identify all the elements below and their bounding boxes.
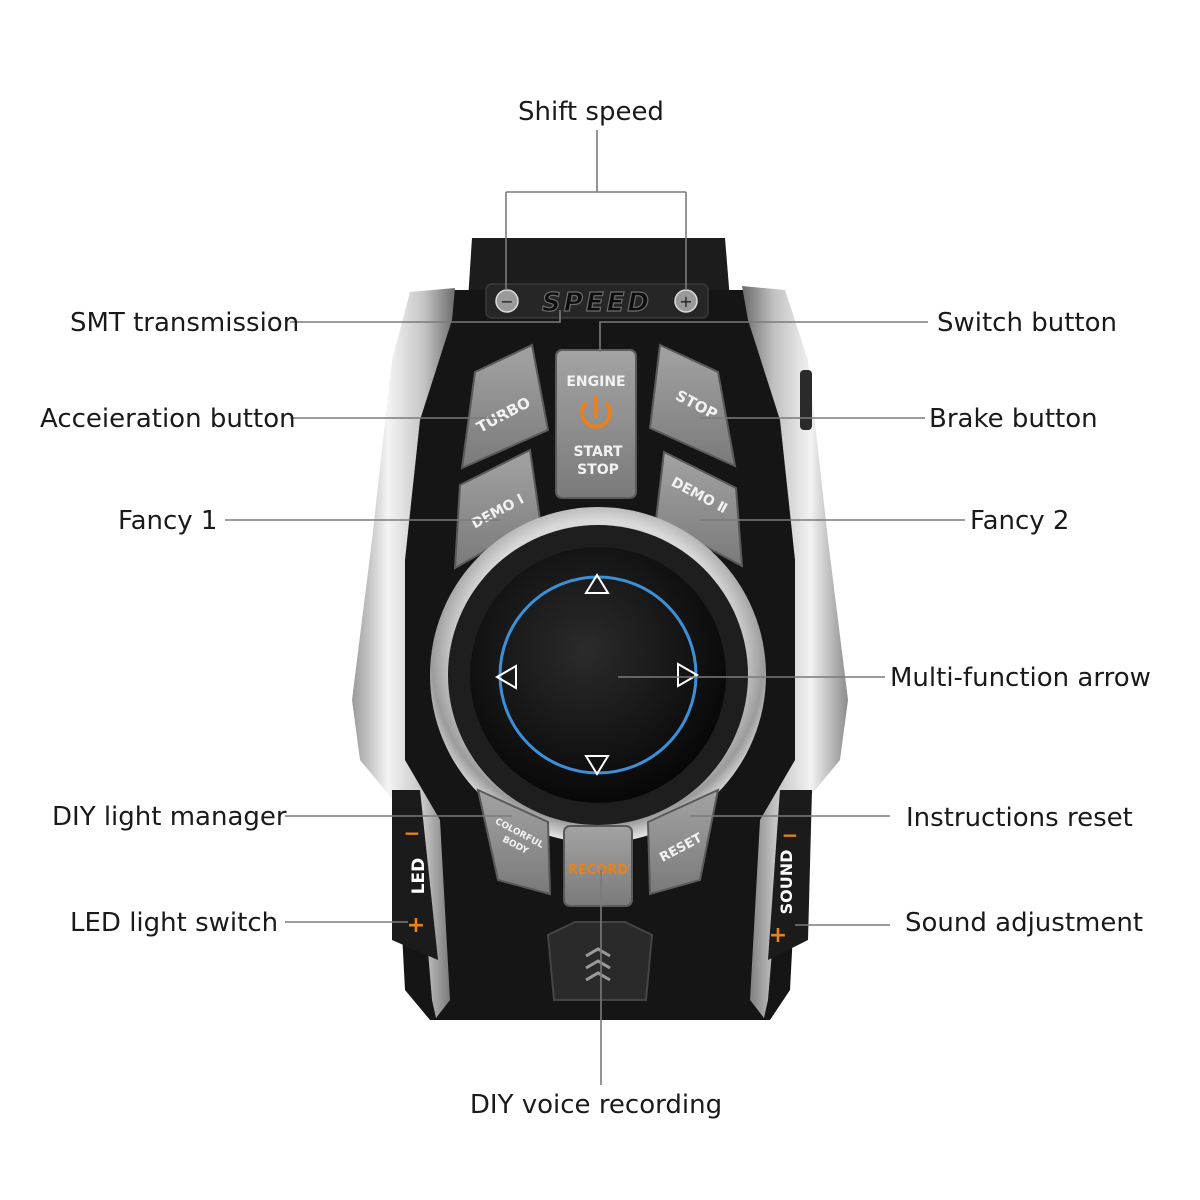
stop-sub-label: STOP bbox=[577, 462, 619, 478]
engine-label: ENGINE bbox=[566, 374, 625, 390]
label-led-light-switch: LED light switch bbox=[70, 908, 278, 938]
label-instructions-reset: Instructions reset bbox=[906, 803, 1133, 833]
sound-side-panel[interactable]: − SOUND + bbox=[768, 790, 812, 960]
up-arrow-icon[interactable] bbox=[584, 573, 610, 594]
callout-labels: Shift speed SMT transmission Switch butt… bbox=[40, 97, 1151, 1120]
shift-minus-symbol: − bbox=[500, 292, 513, 311]
led-plus-symbol: + bbox=[407, 913, 425, 938]
right-silver-trim bbox=[742, 286, 848, 1018]
led-minus-symbol: − bbox=[404, 821, 421, 845]
left-arrow-icon[interactable] bbox=[495, 664, 517, 690]
led-label: LED bbox=[409, 858, 429, 895]
led-side-panel[interactable]: − LED + bbox=[392, 790, 438, 960]
sound-label: SOUND bbox=[777, 850, 796, 915]
record-button[interactable]: RECORD bbox=[563, 825, 633, 907]
label-sound-adjustment: Sound adjustment bbox=[905, 908, 1143, 938]
label-multi-function-arrow: Multi-function arrow bbox=[890, 663, 1151, 693]
engine-start-stop-button[interactable]: ENGINE START STOP bbox=[555, 349, 637, 499]
demo-2-button[interactable]: DEMO Ⅱ bbox=[654, 450, 744, 568]
speed-logo: SPEED bbox=[542, 288, 652, 318]
speaker-grille-icon bbox=[546, 921, 654, 1001]
label-diy-voice-recording: DIY voice recording bbox=[470, 1090, 722, 1120]
shift-plus-symbol: + bbox=[679, 292, 692, 311]
stop-brake-button[interactable]: STOP bbox=[648, 343, 737, 468]
label-brake-button: Brake button bbox=[929, 404, 1098, 434]
power-icon bbox=[580, 395, 612, 429]
label-fancy-2: Fancy 2 bbox=[970, 506, 1069, 536]
label-switch-button: Switch button bbox=[937, 308, 1117, 338]
down-arrow-icon[interactable] bbox=[584, 755, 610, 776]
turbo-button[interactable]: TURBO bbox=[460, 343, 550, 470]
left-silver-trim bbox=[352, 288, 455, 1018]
label-diy-light-manager: DIY light manager bbox=[52, 802, 287, 832]
leader-lines bbox=[225, 130, 965, 1085]
label-fancy-1: Fancy 1 bbox=[118, 506, 217, 536]
shift-minus-button[interactable]: − bbox=[495, 289, 519, 313]
label-smt-transmission: SMT transmission bbox=[70, 308, 299, 338]
sound-minus-symbol: − bbox=[782, 823, 799, 847]
label-shift-speed: Shift speed bbox=[518, 97, 664, 127]
demo-1-button[interactable]: DEMO Ⅰ bbox=[453, 448, 542, 570]
remote-controller: − + SPEED TURBO ENGINE START STOP STOP bbox=[352, 238, 848, 1020]
right-arrow-icon[interactable] bbox=[677, 662, 699, 688]
record-label: RECORD bbox=[568, 863, 628, 878]
multi-function-knob[interactable] bbox=[430, 507, 766, 843]
start-label: START bbox=[573, 444, 623, 460]
shift-plus-button[interactable]: + bbox=[674, 289, 698, 313]
sound-plus-symbol: + bbox=[769, 923, 787, 948]
label-acceleration-button: Acceieration button bbox=[40, 404, 296, 434]
